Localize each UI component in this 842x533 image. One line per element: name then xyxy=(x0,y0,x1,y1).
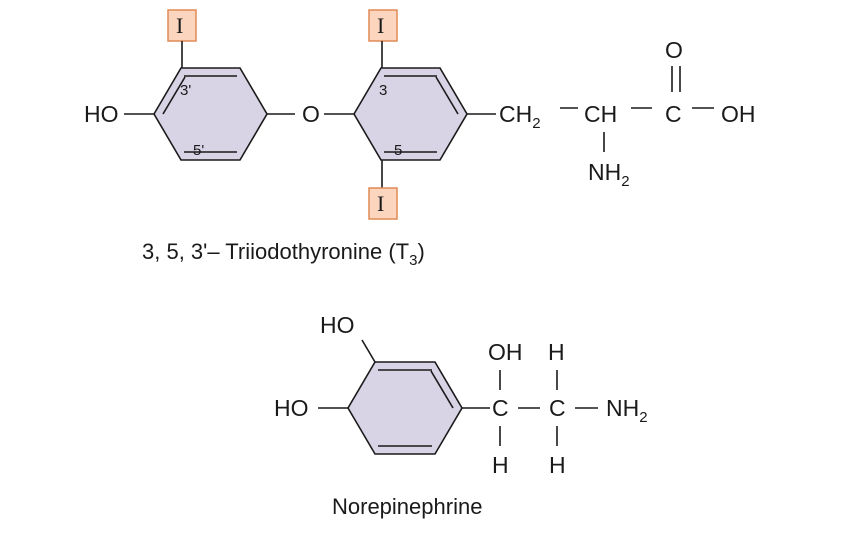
norepinephrine-molecule: HO HO C C NH2 OH H H H Norepinephrine xyxy=(274,312,648,519)
ne-amino-group: NH2 xyxy=(606,395,648,426)
ne-hydroxyl: OH xyxy=(488,339,523,365)
position-5: 5 xyxy=(394,142,402,159)
ne-carbon-1: C xyxy=(492,395,509,421)
t3-ring-2 xyxy=(353,67,468,161)
iodine-box-3 xyxy=(368,9,398,42)
ne-ho-left: HO xyxy=(274,395,309,421)
t3-ho-label: HO xyxy=(84,101,119,127)
alpha-ch-group: CH xyxy=(584,101,617,127)
ne-h-bottom-1: H xyxy=(492,452,509,478)
ch2-group: CH2 xyxy=(499,101,541,132)
iodine-label-3: I xyxy=(377,13,384,38)
carboxyl-carbon: C xyxy=(665,101,682,127)
iodine-label-5: I xyxy=(377,191,384,216)
t3-name-caption: 3, 5, 3'– Triiodothyronine (T3) xyxy=(142,239,425,269)
ne-ho-top: HO xyxy=(320,312,355,338)
carboxyl-oh: OH xyxy=(721,101,756,127)
iodine-box-5 xyxy=(368,187,398,220)
t3-ether-oxygen: O xyxy=(302,101,320,127)
t3-molecule: HO O I I I 3' 5' 3 5 CH2 CH C OH O xyxy=(84,9,756,269)
iodine-box-3p xyxy=(167,9,197,42)
t3-ring-1 xyxy=(153,67,268,161)
position-3: 3 xyxy=(379,82,387,99)
ne-h-top: H xyxy=(548,339,565,365)
norepinephrine-name-caption: Norepinephrine xyxy=(332,494,482,519)
position-3p: 3' xyxy=(180,82,191,99)
norepinephrine-ring xyxy=(347,361,463,455)
ne-carbon-2: C xyxy=(549,395,566,421)
iodine-label-3p: I xyxy=(176,13,183,38)
position-5p: 5' xyxy=(193,142,204,159)
carbonyl-oxygen: O xyxy=(665,37,683,63)
amino-group: NH2 xyxy=(588,159,630,190)
ne-h-bottom-2: H xyxy=(549,452,566,478)
